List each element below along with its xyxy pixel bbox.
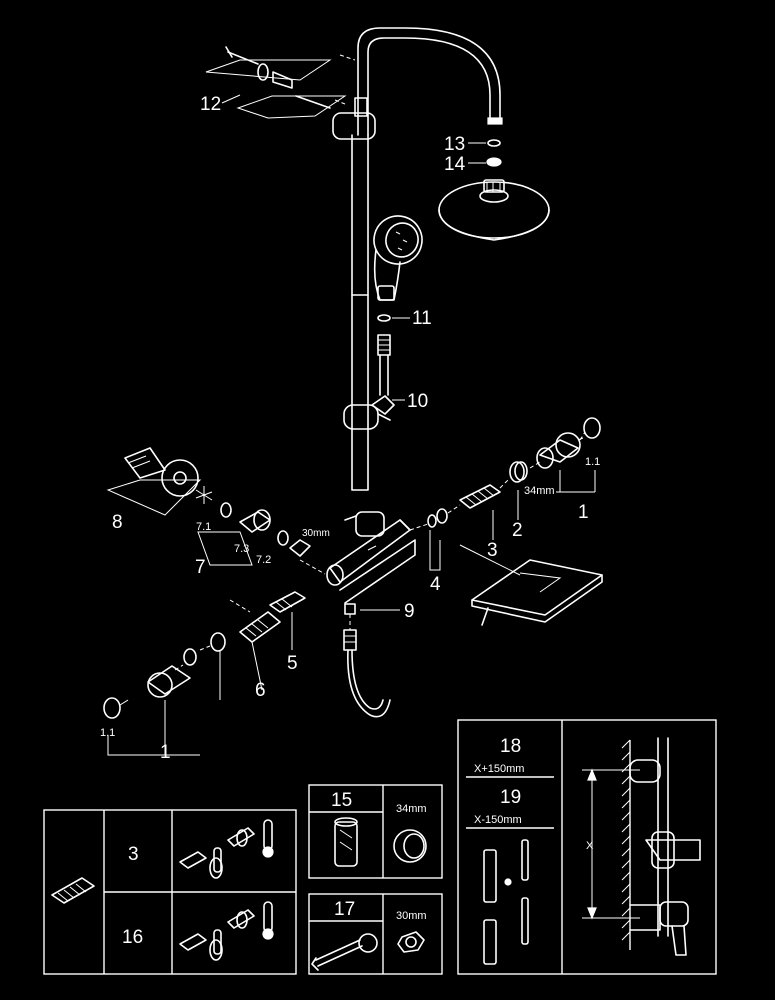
rain-shower-head-icon [438,179,550,241]
callout-2: 2 [512,520,523,541]
table-row-3-label: 3 [128,844,139,865]
cartridge-icon [51,877,95,904]
shower-column-icon [332,27,503,491]
callout-5: 5 [287,653,298,674]
hose-connection-11-icon [377,314,391,396]
callout-8: 8 [112,512,123,533]
box15-label: 15 [331,790,352,811]
box15-dim: 34mm [396,803,427,815]
callout-1-right: 1 [578,502,589,523]
wrench-icon [311,933,378,971]
box17-dim: 30mm [396,910,427,922]
callout-1-left: 1 [160,742,171,763]
tool-17-box: 17 30mm [308,893,443,975]
callout-7-3: 7.3 [234,543,249,555]
cartridge-options-table: 3 16 [43,809,297,975]
callout-12: 12 [200,94,221,115]
box17-label: 17 [334,899,355,920]
ring-icon [393,829,427,863]
spare-part-15-box: 15 34mm [308,784,443,879]
thermometer-icon [179,819,274,879]
label-18: 18 [500,736,521,757]
rail-extension-panel: 18 X+150mm 19 X-150mm X [457,719,717,975]
wall-fixing-set-12-icon [205,46,356,119]
callout-7: 7 [195,557,206,578]
callout-4: 4 [430,574,441,595]
thermometer-icon [179,901,274,961]
callout-7-dim: 30mm [302,528,330,539]
callout-1-1-left: 1.1 [100,727,115,739]
callout-13: 13 [444,134,465,155]
formula-18: X+150mm [474,763,524,775]
thermostat-mixer-icon [326,511,416,604]
seal-13-icon [487,139,501,147]
callout-1-1-right: 1.1 [585,456,600,468]
callout-11: 11 [412,308,432,329]
callout-10: 10 [407,391,428,412]
callout-7-1: 7.1 [196,521,211,533]
dimension-x-label: X [586,840,594,852]
right-connection-parts-icon [409,417,601,540]
slider-holder-10-icon [343,395,395,430]
table-row-16-label: 16 [122,927,143,948]
callout-9: 9 [404,601,415,622]
outlet-washer-9-icon [343,603,391,718]
callout-3: 3 [487,540,498,561]
hand-shower-icon [373,215,423,301]
callout-7-2: 7.2 [256,554,271,566]
label-19: 19 [500,787,521,808]
soap-tray-icon [459,544,603,626]
left-connection-parts-icon [103,447,326,756]
seal-14-icon [486,157,502,167]
callout-14: 14 [444,154,466,175]
callout-6: 6 [255,680,266,701]
nut-icon [397,931,425,953]
cartridge-insert-icon [334,817,358,867]
formula-19: X-150mm [474,814,522,826]
callout-2-dim: 34mm [524,485,555,497]
